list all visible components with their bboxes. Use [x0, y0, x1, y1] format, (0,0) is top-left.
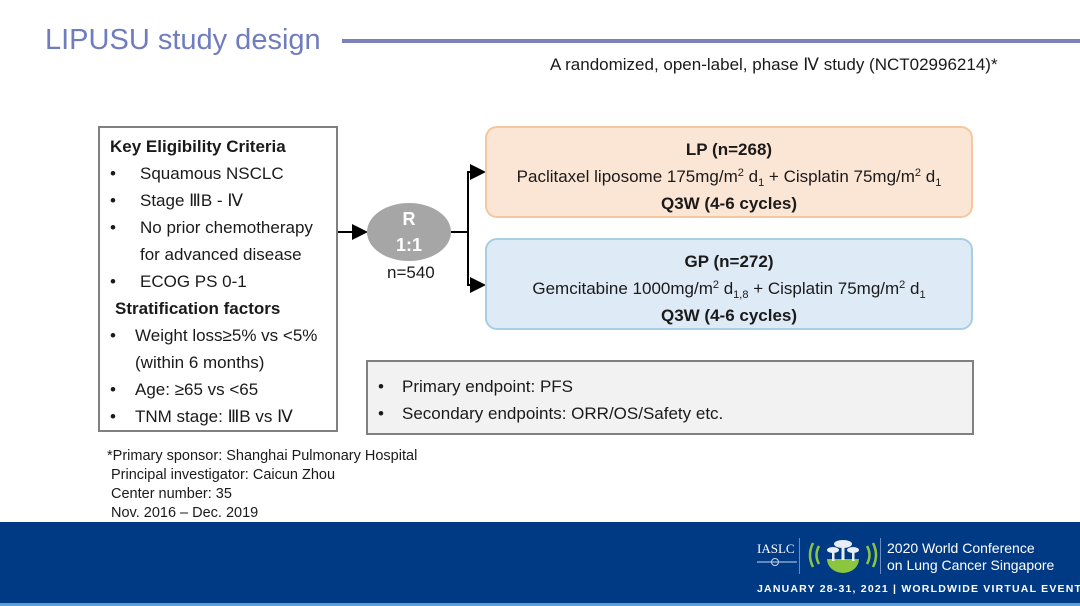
randomization-ratio: 1:1 [395, 235, 422, 255]
subscript: 1 [919, 289, 926, 301]
stratification-item: Age: ≥65 vs <65 [135, 380, 259, 399]
bullet: • [378, 377, 384, 396]
criterion-item: No prior chemotherapy [140, 218, 313, 237]
title-rule [342, 39, 1080, 43]
day-label: d [743, 167, 759, 186]
drug-2: + Cisplatin 75mg/m [748, 279, 900, 298]
footnote-sponsor: *Primary sponsor: Shanghai Pulmonary Hos… [107, 448, 418, 464]
arm-schedule: Q3W (4-6 cycles) [660, 194, 798, 213]
subscript: 1 [935, 177, 942, 189]
eligibility-heading: Key Eligibility Criteria [110, 137, 286, 156]
day-label: d [718, 279, 734, 298]
logo-separator [799, 538, 800, 574]
endpoints-box: • Primary endpoint: PFS • Secondary endp… [366, 360, 974, 435]
criterion-item: Stage ⅢB - Ⅳ [140, 191, 244, 210]
arm-regimen: Gemcitabine 1000mg/m2 d1,8 + Cisplatin 7… [487, 279, 971, 301]
bullet: • [110, 380, 116, 399]
stratification-heading: Stratification factors [115, 299, 281, 318]
logo-separator [880, 538, 881, 574]
criterion-item-continued: for advanced disease [140, 245, 302, 264]
conference-dates: JANUARY 28-31, 2021 | WORLDWIDE VIRTUAL … [757, 583, 1080, 595]
footnote-centers: Center number: 35 [111, 486, 232, 502]
superscript: 2 [712, 279, 719, 291]
bullet: • [110, 191, 116, 210]
secondary-endpoints: Secondary endpoints: ORR/OS/Safety etc. [402, 404, 724, 423]
bullet: • [378, 404, 384, 423]
arm-schedule: Q3W (4-6 cycles) [660, 306, 798, 325]
subscript: 1 [758, 177, 765, 189]
stratification-item: Weight loss≥5% vs <5% [135, 326, 318, 345]
primary-endpoint: Primary endpoint: PFS [402, 377, 574, 396]
arm-title: LP (n=268) [685, 140, 773, 159]
arm-title: GP (n=272) [684, 252, 774, 271]
eligibility-box: Key Eligibility Criteria • Squamous NSCL… [98, 126, 338, 432]
day-label: d [905, 279, 920, 298]
superscript: 2 [914, 167, 922, 179]
footnote-period: Nov. 2016 – Dec. 2019 [111, 505, 259, 521]
superscript: 2 [899, 279, 906, 291]
iaslc-logo-text: IASLC [757, 541, 795, 556]
arm-lp-box: LP (n=268) Paclitaxel liposome 175mg/m2 … [485, 126, 973, 218]
stratification-item-continued: (within 6 months) [135, 353, 265, 372]
criterion-item: Squamous NSCLC [140, 164, 284, 183]
drug-1: Paclitaxel liposome 175mg/m [516, 167, 738, 186]
bullet: • [110, 218, 116, 237]
bullet: • [110, 326, 116, 345]
superscript: 2 [737, 167, 744, 179]
subscript: 1,8 [733, 289, 749, 301]
conference-title-line2: on Lung Cancer Singapore [887, 557, 1055, 573]
stratification-item: TNM stage: ⅢB vs Ⅳ [135, 407, 293, 426]
conference-banner [0, 522, 1080, 606]
banner-accent-line [0, 603, 1080, 606]
day-label: d [921, 167, 936, 186]
slide-title: LIPUSU study design [45, 24, 321, 56]
criterion-item: ECOG PS 0-1 [140, 272, 247, 291]
bullet: • [110, 407, 116, 426]
bullet: • [110, 164, 116, 183]
randomization-node: R 1:1 [367, 203, 451, 261]
footnote-investigator: Principal investigator: Caicun Zhou [111, 467, 336, 483]
iaslc-emblem-icon [757, 558, 797, 566]
conference-logo-icon [808, 540, 878, 573]
conference-title-line1: 2020 World Conference [887, 540, 1035, 556]
bullet: • [110, 272, 116, 291]
drug-1: Gemcitabine 1000mg/m [532, 279, 713, 298]
randomization-count: n=540 [387, 263, 435, 282]
study-subtitle: A randomized, open-label, phase Ⅳ study … [550, 55, 998, 74]
arm-regimen: Paclitaxel liposome 175mg/m2 d1 + Cispla… [487, 167, 971, 189]
randomization-label: R [402, 209, 416, 229]
drug-2: + Cisplatin 75mg/m [764, 167, 915, 186]
arm-gp-box: GP (n=272) Gemcitabine 1000mg/m2 d1,8 + … [485, 238, 973, 330]
